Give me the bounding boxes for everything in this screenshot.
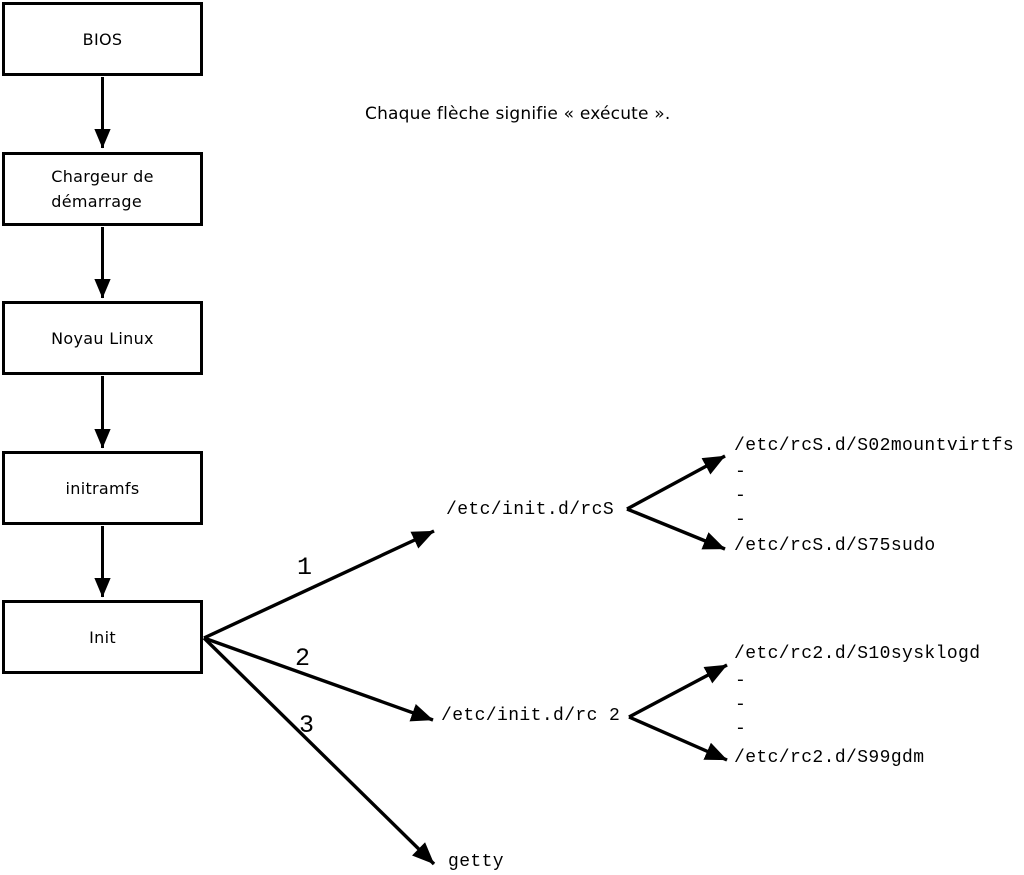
branch-3-number: 3: [299, 711, 315, 740]
kernel-label: Noyau Linux: [51, 328, 154, 348]
rcs-ellipsis-dash: -: [735, 486, 747, 506]
rc2-ellipsis-dash: -: [735, 719, 747, 739]
bootloader-box: Chargeur de démarrage: [2, 152, 203, 226]
rcs-last-script-path: /etc/rcS.d/S75sudo: [734, 536, 936, 556]
arrow-rc2-to-first-script: [628, 663, 728, 719]
arrow-init-to-getty: [202, 636, 436, 866]
init-label: Init: [89, 627, 116, 647]
branch-1-target-path: /etc/init.d/rcS: [446, 500, 615, 520]
rcs-first-script-path: /etc/rcS.d/S02mountvirtfs: [734, 436, 1015, 456]
rc2-ellipsis-dash: -: [735, 695, 747, 715]
arrow-rcs-to-first-script: [626, 454, 726, 511]
rc2-last-script-path: /etc/rc2.d/S99gdm: [734, 748, 925, 768]
kernel-box: Noyau Linux: [2, 301, 203, 375]
arrow-rcs-to-last-script: [626, 507, 726, 551]
rc2-ellipsis-dash: -: [735, 671, 747, 691]
arrow-init-to-rc2: [203, 636, 434, 722]
arrow-init-to-rcs: [203, 529, 435, 640]
init-box: Init: [2, 600, 203, 674]
rcs-ellipsis-dash: -: [735, 462, 747, 482]
branch-2-target-path: /etc/init.d/rc 2: [441, 706, 621, 726]
branch-2-number: 2: [295, 644, 311, 673]
branch-1-number: 1: [297, 553, 313, 582]
bootloader-label: Chargeur de démarrage: [51, 167, 154, 211]
rc2-first-script-path: /etc/rc2.d/S10sysklogd: [734, 644, 981, 664]
bios-box: BIOS: [2, 2, 203, 76]
initramfs-box: initramfs: [2, 451, 203, 525]
branch-3-target-path: getty: [448, 852, 505, 872]
initramfs-label: initramfs: [65, 478, 140, 498]
bios-label: BIOS: [82, 29, 123, 49]
legend-note: Chaque flèche signifie « exécute ».: [365, 104, 671, 124]
arrow-rc2-to-last-script: [628, 715, 728, 762]
rcs-ellipsis-dash: -: [735, 510, 747, 530]
